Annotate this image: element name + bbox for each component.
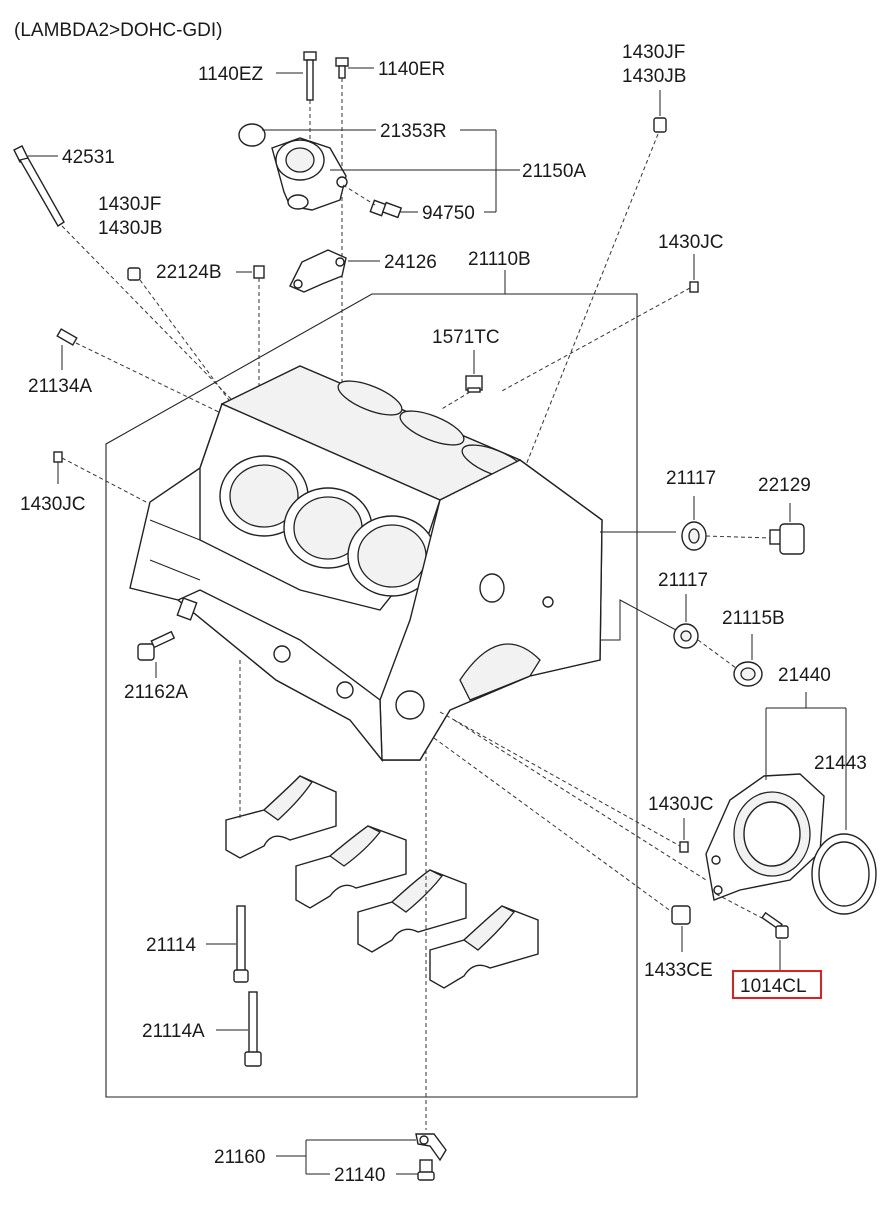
seal-case-21440[interactable] [705,773,825,901]
label-1430jb-left[interactable]: 1430JB [98,218,162,239]
sleeve-1433ce[interactable] [671,905,691,925]
plug-22129[interactable] [769,523,805,555]
bolt-1140ez[interactable] [303,51,317,101]
bracket-24126[interactable] [289,249,347,293]
bearing-cap-3[interactable] [357,869,467,953]
label-1430jc-topright[interactable]: 1430JC [658,232,724,253]
bolt-21114[interactable] [233,905,249,983]
label-21443[interactable]: 21443 [814,753,867,774]
label-24126[interactable]: 24126 [384,252,437,273]
pin-1430jc-right[interactable] [679,841,689,853]
bolt-21162a[interactable] [137,630,176,661]
oil-jet-21160[interactable] [415,1133,447,1162]
label-21115b[interactable]: 21115B [722,608,785,629]
label-1430jc-right[interactable]: 1430JC [648,794,714,815]
oil-seal-21443[interactable] [811,833,877,915]
label-1433ce[interactable]: 1433CE [644,960,713,981]
bolt-1014cl[interactable] [761,911,789,939]
label-1430jf-top[interactable]: 1430JF [622,42,685,63]
bearing-cap-1[interactable] [225,775,337,859]
label-21110b[interactable]: 21110B [468,249,531,270]
label-21117-b[interactable]: 21117 [658,570,708,591]
label-22129[interactable]: 22129 [758,475,811,496]
sensor-94750[interactable] [369,199,403,219]
plug-1571tc[interactable] [465,375,483,393]
oring-21353r[interactable] [238,123,266,147]
dowel-22124b[interactable] [253,265,265,279]
highlight-box-1014cl [732,970,822,999]
plug-21115b[interactable] [733,661,763,687]
bolt-21140[interactable] [417,1159,435,1181]
bearing-cap-2[interactable] [295,825,407,909]
label-21353r[interactable]: 21353R [380,121,447,142]
dowel-1430jf-left[interactable] [127,267,141,281]
pin-1430jc-topright[interactable] [689,281,699,293]
label-21150a[interactable]: 21150A [522,161,586,182]
label-21140[interactable]: 21140 [334,1165,385,1186]
label-22124b[interactable]: 22124B [156,262,222,283]
label-21114[interactable]: 21114 [146,935,196,956]
label-42531[interactable]: 42531 [62,147,115,168]
label-1571tc[interactable]: 1571TC [432,327,500,348]
label-94750[interactable]: 94750 [422,203,475,224]
label-1430jb-top[interactable]: 1430JB [622,66,686,87]
label-1014cl[interactable]: 1014CL [740,976,807,997]
dipstick-42531[interactable] [13,145,65,227]
stud-21134a[interactable] [56,328,78,346]
label-21162a[interactable]: 21162A [124,682,188,703]
label-1430jc-left[interactable]: 1430JC [20,494,86,515]
bolt-1140er[interactable] [335,57,349,79]
label-21160[interactable]: 21160 [214,1147,265,1168]
bolt-21114a[interactable] [244,991,262,1067]
bearing-cap-4[interactable] [429,905,539,989]
label-21134a[interactable]: 21134A [28,376,92,397]
label-1430jf-left[interactable]: 1430JF [98,194,161,215]
label-1140ez[interactable]: 1140EZ [198,64,264,85]
water-outlet-21150a[interactable] [271,137,348,211]
label-21114a[interactable]: 21114A [142,1021,205,1042]
label-21440[interactable]: 21440 [778,665,831,686]
pin-1430jc-left[interactable] [53,451,63,463]
dowel-1430jf-top[interactable] [653,117,667,133]
diagram-title: (LAMBDA2>DOHC-GDI) [14,20,223,41]
cylinder-block-21110b[interactable] [129,365,603,763]
label-21117-a[interactable]: 21117 [666,468,716,489]
label-1140er[interactable]: 1140ER [378,59,445,80]
